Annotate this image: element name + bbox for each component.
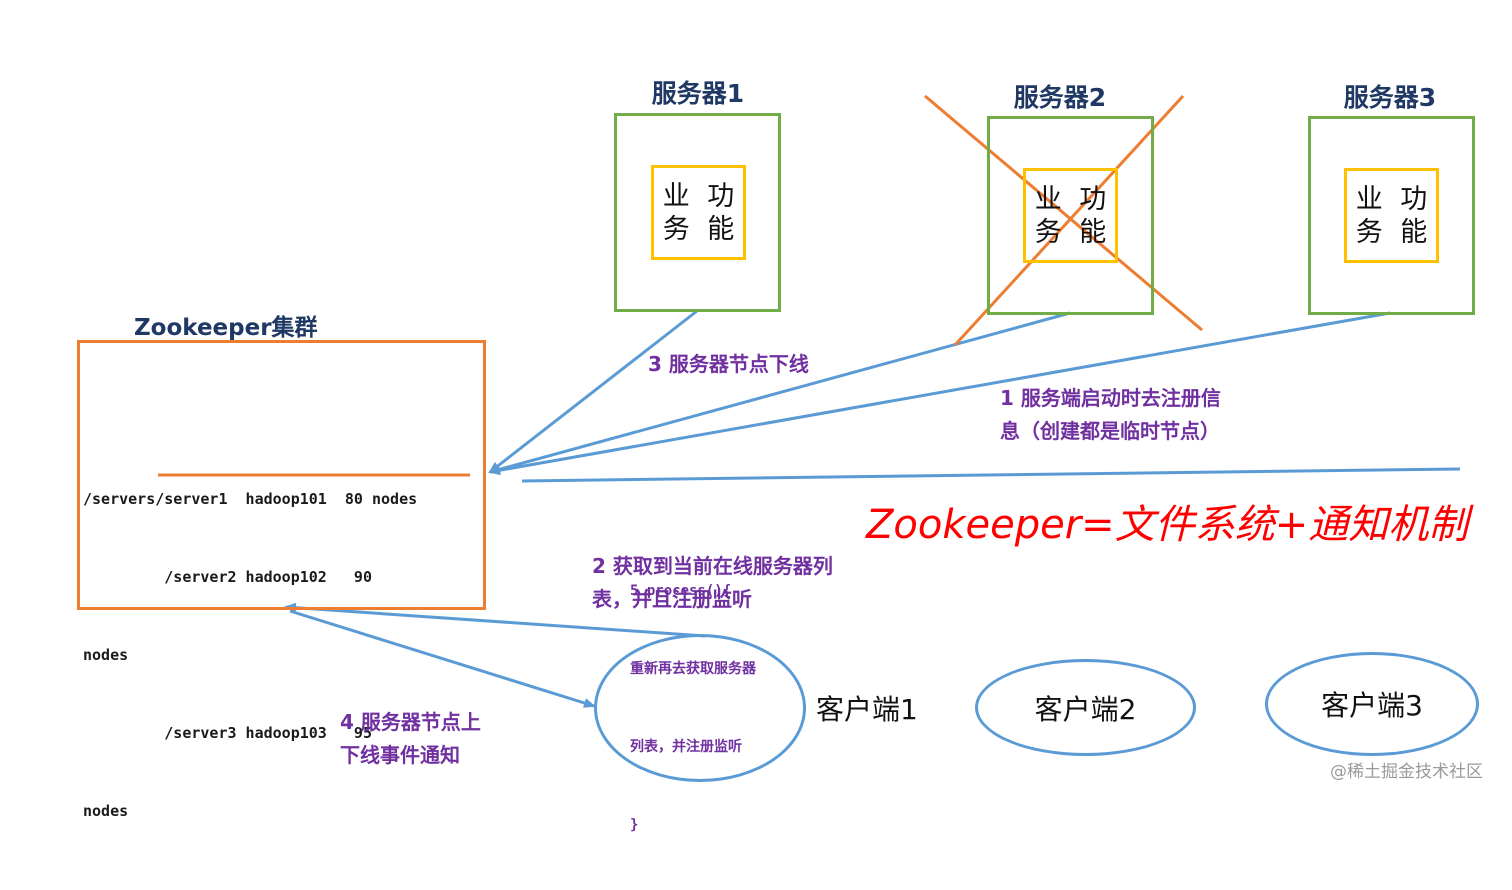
process-callback-text: 5 process(){ 重新再去获取服务器 列表，并注册监听 } <box>630 526 756 890</box>
arrow-server2-to-zookeeper <box>488 311 1071 475</box>
step2-label: 2 获取到当前在线服务器列 表，并且注册监听 <box>592 550 833 616</box>
server2-function-box: 业务 功能 <box>1023 168 1118 263</box>
step4-line2: 下线事件通知 <box>340 743 460 767</box>
step3-label: 3 服务器节点下线 <box>648 352 809 376</box>
server3-title: 服务器3 <box>1343 83 1437 112</box>
zookeeper-cluster-title: Zookeeper集群 <box>134 315 318 341</box>
server2-box <box>987 116 1154 315</box>
znode-line-server3: /server3 hadoop103 95 <box>83 724 372 742</box>
zookeeper-cluster-box <box>77 340 486 610</box>
server1-function-line2: 功能 <box>707 180 735 245</box>
arrow-server1-to-zookeeper <box>488 309 698 474</box>
server2-function-line2: 功能 <box>1079 183 1107 248</box>
process-line3: 列表，并注册监听 <box>630 739 742 755</box>
server3-box <box>1308 116 1475 315</box>
client3-label: 客户端3 <box>1321 689 1423 722</box>
server1-function-box: 业务 功能 <box>651 165 746 260</box>
client2-ellipse: 客户端2 <box>975 659 1196 756</box>
process-line2: 重新再去获取服务器 <box>630 661 756 677</box>
step2-line2: 表，并且注册监听 <box>592 587 752 611</box>
server3-function-line1: 业务 <box>1355 183 1383 248</box>
step1-line2: 息（创建都是临时节点） <box>1000 419 1220 443</box>
watermark: @稀土掘金技术社区 <box>1330 762 1483 782</box>
zookeeper-node-list: /servers/server1 hadoop101 80 nodes /ser… <box>83 434 417 850</box>
connector-layer <box>158 94 1461 708</box>
cross-line-b <box>953 94 1185 347</box>
arrow-client1-to-zookeeper <box>284 602 706 638</box>
server3-function-line2: 功能 <box>1400 183 1428 248</box>
step1-line1: 1 服务端启动时去注册信 <box>1000 386 1221 410</box>
znode-line-server1: /servers/server1 hadoop101 80 nodes <box>83 490 418 508</box>
step1-label: 1 服务端启动时去注册信 息（创建都是临时节点） <box>1000 382 1221 448</box>
client1-process-ellipse: 5 process(){ 重新再去获取服务器 列表，并注册监听 } <box>594 583 806 833</box>
step2-line1: 2 获取到当前在线服务器列 <box>592 554 833 578</box>
znode-line-server2-cont: nodes <box>83 646 129 664</box>
zookeeper-formula: Zookeeper=文件系统+通知机制 <box>866 502 1469 548</box>
server2-function-line1: 业务 <box>1034 183 1062 248</box>
znode-line-server3-cont: nodes <box>83 802 129 820</box>
client3-ellipse: 客户端3 <box>1265 652 1479 756</box>
process-line4: } <box>630 817 639 833</box>
process-line1: 5 process(){ <box>630 583 732 599</box>
client2-label: 客户端2 <box>1034 692 1137 726</box>
server3-function-box: 业务 功能 <box>1344 168 1439 263</box>
horizontal-blue-line <box>521 467 1461 483</box>
arrow-server3-to-zookeeper <box>488 311 1391 476</box>
step4-label: 4 服务器节点上 下线事件通知 <box>340 706 481 772</box>
server1-function-line1: 业务 <box>662 180 690 245</box>
arrow-zookeeper-to-client1 <box>289 609 596 708</box>
cross-line-a <box>924 94 1203 332</box>
znode-line-server2: /server2 hadoop102 90 <box>83 568 372 586</box>
server1-box <box>614 113 781 312</box>
step4-line1: 4 服务器节点上 <box>340 710 481 734</box>
server1-title: 服务器1 <box>651 79 745 108</box>
client1-label: 客户端1 <box>816 693 918 726</box>
server2-title: 服务器2 <box>1013 83 1107 112</box>
